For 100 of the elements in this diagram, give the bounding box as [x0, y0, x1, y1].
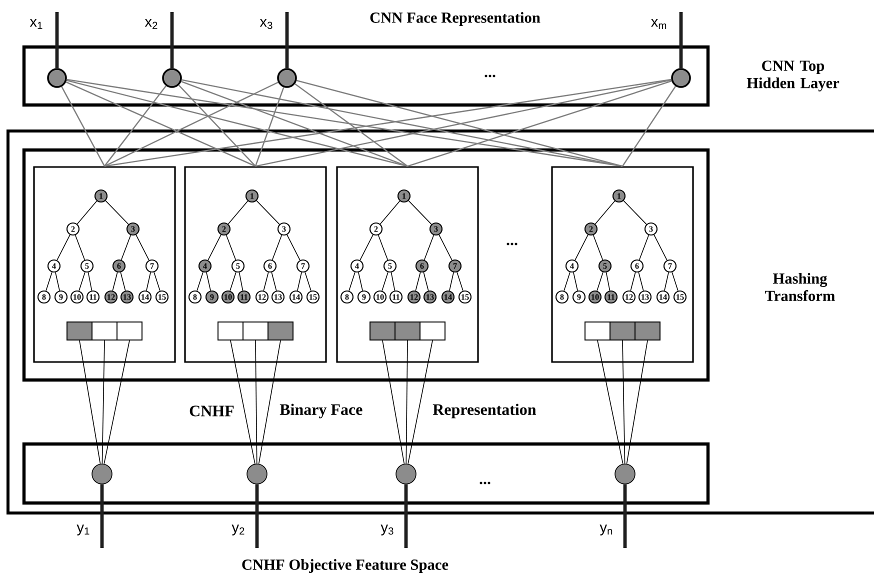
connector-line [78, 272, 86, 292]
connector-line [456, 272, 464, 292]
connector-line [61, 86, 106, 167]
edge-label: x$_{2}$ [144, 19, 158, 29]
tree-node: 7 [145, 259, 159, 273]
tree-node: 12 [255, 290, 269, 304]
connector-line [230, 272, 236, 292]
edge-label: x$_{m}$ [651, 19, 666, 29]
tree-node: 12 [622, 290, 636, 304]
tree-node: 13 [423, 290, 437, 304]
connector-line [294, 83, 408, 167]
connector-line [404, 484, 408, 548]
bit-cell [92, 322, 118, 340]
ellipsis: ... [506, 242, 518, 246]
connector-line [104, 82, 278, 167]
tree-node: 8 [37, 290, 51, 304]
tree-node: 7 [663, 259, 677, 273]
connector-line [226, 234, 236, 260]
neuron-circle [92, 464, 112, 484]
layer-title: CNN Face Representation [370, 12, 540, 26]
connector-line [358, 272, 363, 291]
connector-line [102, 340, 105, 464]
tree-node: 5 [231, 259, 245, 273]
layer-box [22, 45, 710, 107]
transform-frame [6, 130, 874, 514]
connector-line [672, 272, 678, 292]
connector-line [573, 272, 578, 291]
neuron-circle [396, 464, 416, 484]
connector-line [178, 84, 256, 167]
tree-node: 11 [389, 290, 403, 304]
tree-node: 10 [221, 290, 235, 304]
connector-line [286, 234, 300, 261]
tree-node: 14 [441, 290, 455, 304]
panel-group-box [22, 148, 710, 382]
connector-line [630, 272, 636, 292]
connector-line [406, 340, 408, 464]
edge-label: x$_{1}$ [30, 19, 42, 29]
connector-line [654, 234, 668, 261]
tree-node: 7 [296, 259, 310, 273]
tree-node: 6 [415, 259, 429, 273]
tree-node: 5 [598, 259, 612, 273]
connector-line [594, 200, 616, 224]
tree-node: 14 [138, 290, 152, 304]
connector-line [256, 200, 280, 225]
edge-label: y$_{1}$ [76, 524, 90, 536]
connector-line [564, 272, 570, 292]
section-label: CNHF [190, 406, 234, 416]
connector-line [638, 272, 644, 292]
tree-node: 6 [630, 259, 644, 273]
tree-node: 15 [306, 290, 320, 304]
layer-box [22, 442, 710, 505]
connector-line [170, 12, 174, 68]
edge-label: y$_{n}$ [600, 524, 612, 536]
bit-cell [584, 322, 610, 340]
section-label: Representation [432, 404, 536, 418]
connector-line [638, 234, 650, 260]
tree-node: 6 [112, 259, 126, 273]
connector-line [272, 234, 282, 260]
connector-line [66, 81, 256, 167]
connector-line [622, 86, 676, 167]
connector-line [206, 272, 211, 291]
connector-line [592, 234, 604, 260]
tree-node: 8 [340, 290, 354, 304]
tree-node: 15 [673, 290, 687, 304]
bit-cell [420, 322, 446, 340]
bit-cell [394, 322, 420, 340]
bit-cell [610, 322, 636, 340]
connector-line [622, 340, 626, 464]
connector-line [679, 12, 683, 68]
connector-line [623, 200, 647, 225]
connector-line [196, 272, 204, 292]
ellipsis: ... [480, 482, 490, 484]
section-label: Binary Face [280, 404, 362, 418]
tree-node: 15 [155, 290, 169, 304]
connector-line [46, 272, 52, 292]
connector-line [228, 200, 248, 224]
connector-line [382, 340, 405, 464]
tree-node: 5 [80, 259, 94, 273]
connector-line [146, 272, 151, 291]
tree-node: 14 [289, 290, 303, 304]
side-label: CNN Top Hidden Layer [746, 60, 840, 92]
tree-node: 2 [66, 222, 80, 236]
connector-line [182, 79, 623, 167]
connector-line [55, 12, 59, 68]
tree-node: 2 [369, 222, 383, 236]
connector-line [297, 272, 302, 291]
tree-node: 7 [448, 259, 462, 273]
connector-line [626, 340, 648, 464]
connector-line [360, 234, 374, 261]
tree-node: 4 [198, 259, 212, 273]
tree-node: 15 [458, 290, 472, 304]
connector-line [390, 272, 396, 291]
tree-node: 3 [126, 222, 140, 236]
connector-line [181, 80, 408, 167]
tree-node: 6 [263, 259, 277, 273]
connector-line [255, 79, 672, 167]
connector-line [112, 272, 118, 292]
connector-line [296, 80, 623, 167]
tree-node: 2 [217, 222, 231, 236]
edge-label: y$_{2}$ [232, 524, 244, 536]
